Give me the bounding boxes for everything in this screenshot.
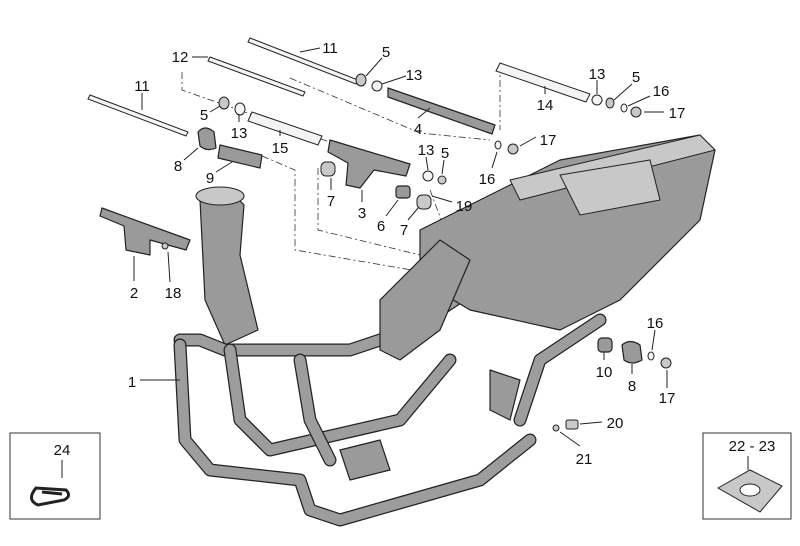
callout-7: 7 bbox=[400, 222, 408, 239]
bolt-11-upper bbox=[247, 37, 359, 85]
callout-5: 5 bbox=[382, 44, 390, 61]
callout-19: 19 bbox=[456, 198, 473, 215]
callout-17: 17 bbox=[540, 132, 557, 149]
inset-24: 24 bbox=[9, 432, 101, 520]
callout-8: 8 bbox=[174, 158, 182, 175]
callout-4: 4 bbox=[414, 121, 422, 138]
callout-18: 18 bbox=[165, 285, 182, 302]
callout-20: 20 bbox=[607, 415, 624, 432]
callout-6: 6 bbox=[377, 218, 385, 235]
inset-22-23-label: 22 - 23 bbox=[729, 438, 776, 455]
callout-13: 13 bbox=[231, 125, 248, 142]
callout-17: 17 bbox=[659, 390, 676, 407]
callout-5: 5 bbox=[441, 145, 449, 162]
leader-lines bbox=[133, 47, 668, 447]
callout-14: 14 bbox=[537, 97, 554, 114]
callout-7: 7 bbox=[327, 193, 335, 210]
callout-13: 13 bbox=[418, 142, 435, 159]
callout-1: 1 bbox=[128, 374, 136, 391]
callout-9: 9 bbox=[206, 170, 214, 187]
clip-icon bbox=[30, 486, 71, 507]
crossmember-3 bbox=[327, 139, 411, 189]
callout-3: 3 bbox=[358, 205, 366, 222]
bolts bbox=[87, 37, 591, 146]
rod-14 bbox=[495, 62, 591, 103]
callout-21: 21 bbox=[576, 451, 593, 468]
callout-15: 15 bbox=[272, 140, 289, 157]
bolt-12 bbox=[207, 56, 306, 97]
bracket-2 bbox=[99, 207, 191, 256]
callout-8: 8 bbox=[628, 378, 636, 395]
callout-5: 5 bbox=[632, 69, 640, 86]
callout-11: 11 bbox=[134, 78, 150, 95]
callout-labels: 11 12 5 13 11 5 13 8 15 9 4 14 13 5 16 1… bbox=[128, 40, 686, 468]
callout-12: 12 bbox=[172, 49, 189, 66]
bolt-11-left bbox=[87, 94, 189, 137]
callout-13: 13 bbox=[589, 66, 606, 83]
callout-2: 2 bbox=[130, 285, 138, 302]
callout-16: 16 bbox=[653, 83, 670, 100]
callout-10: 10 bbox=[596, 364, 613, 381]
bracket-4 bbox=[387, 87, 496, 135]
callout-16: 16 bbox=[479, 171, 496, 188]
inset-22-23: 22 - 23 bbox=[702, 432, 792, 520]
inset-24-label: 24 bbox=[54, 442, 71, 459]
sleeve-15 bbox=[247, 111, 323, 146]
callout-16: 16 bbox=[647, 315, 664, 332]
callout-5: 5 bbox=[200, 107, 208, 124]
main-frame bbox=[173, 134, 716, 527]
small-parts bbox=[99, 73, 672, 432]
callout-11: 11 bbox=[322, 40, 338, 57]
callout-17: 17 bbox=[669, 105, 686, 122]
bushing-8 bbox=[197, 127, 217, 151]
callout-13: 13 bbox=[406, 67, 423, 84]
spacer-9 bbox=[217, 144, 263, 169]
